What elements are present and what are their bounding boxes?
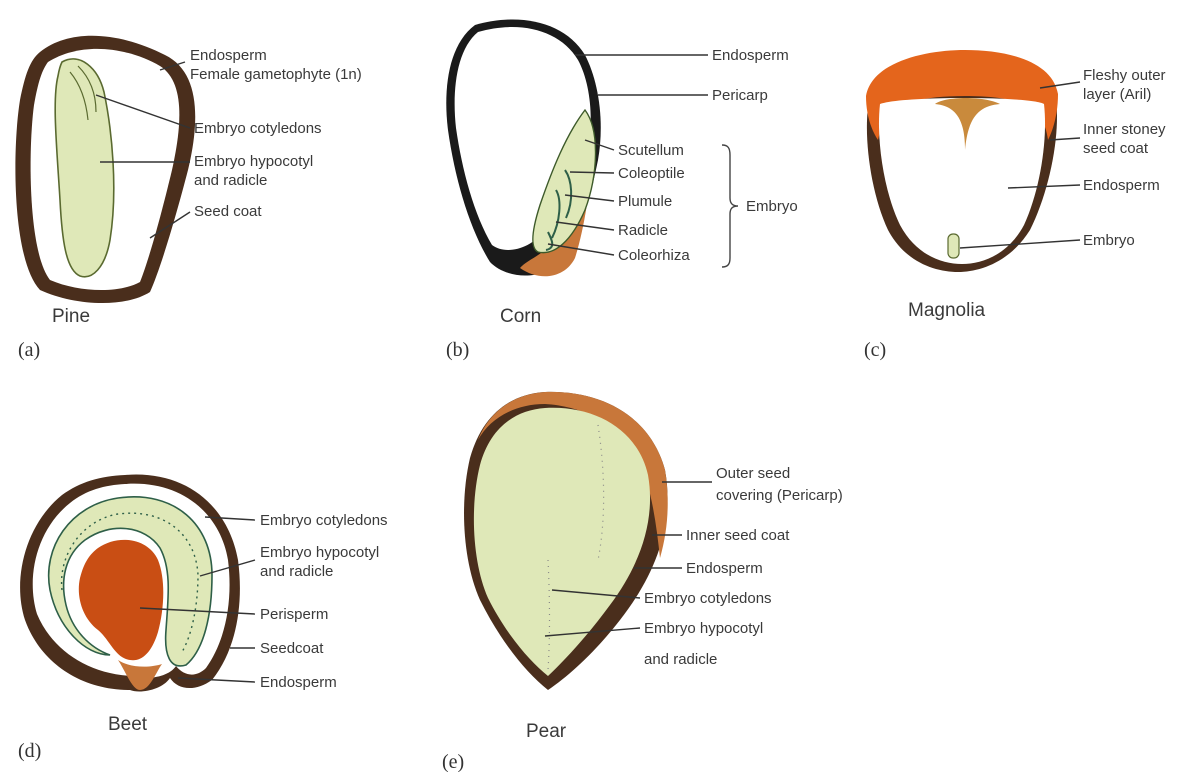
pear-name: Pear	[526, 721, 567, 742]
magnolia-name: Magnolia	[908, 300, 986, 321]
beet-label-hypocotyl-2: and radicle	[260, 563, 333, 580]
magnolia-seed-diagram: Fleshy outer layer (Aril) Inner stoney s…	[864, 50, 1166, 361]
magnolia-label-endosperm: Endosperm	[1083, 177, 1160, 194]
beet-name: Beet	[108, 714, 148, 735]
magnolia-label-aril-2: layer (Aril)	[1083, 86, 1151, 103]
magnolia-label-aril-1: Fleshy outer	[1083, 67, 1166, 84]
pine-label-hypocotyl-2: and radicle	[194, 172, 267, 189]
beet-panel-letter: (d)	[18, 740, 41, 762]
pear-seed-diagram: Outer seed covering (Pericarp) Inner see…	[442, 392, 843, 772]
pine-label-hypocotyl-1: Embryo hypocotyl	[194, 153, 313, 170]
pine-label-seed-coat: Seed coat	[194, 203, 262, 220]
pear-label-cotyledons: Embryo cotyledons	[644, 590, 772, 607]
magnolia-embryo	[948, 234, 959, 258]
beet-label-endosperm: Endosperm	[260, 674, 337, 691]
corn-panel-letter: (b)	[446, 339, 469, 361]
pine-label-endosperm: Endosperm	[190, 47, 267, 64]
corn-name: Corn	[500, 306, 541, 327]
pine-label-female-gametophyte: Female gametophyte (1n)	[190, 66, 362, 83]
pear-label-inner-coat: Inner seed coat	[686, 527, 790, 544]
magnolia-label-embryo: Embryo	[1083, 232, 1135, 249]
beet-label-seedcoat: Seedcoat	[260, 640, 324, 657]
corn-label-pericarp: Pericarp	[712, 87, 768, 104]
magnolia-label-stony-1: Inner stoney	[1083, 121, 1166, 138]
beet-seed-diagram: Embryo cotyledons Embryo hypocotyl and r…	[18, 475, 388, 762]
pear-label-outer-1: Outer seed	[716, 465, 790, 482]
magnolia-panel-letter: (c)	[864, 339, 886, 361]
pear-cotyledons	[474, 408, 650, 676]
corn-embryo-brace	[722, 145, 738, 267]
beet-label-cotyledons: Embryo cotyledons	[260, 512, 388, 529]
corn-label-endosperm: Endosperm	[712, 47, 789, 64]
pine-name: Pine	[52, 306, 90, 327]
pear-label-hypocotyl-1: Embryo hypocotyl	[644, 620, 763, 637]
corn-seed-diagram: Endosperm Pericarp Scutellum Coleoptile …	[446, 19, 798, 361]
pear-label-endosperm: Endosperm	[686, 560, 763, 577]
pine-panel-letter: (a)	[18, 339, 40, 361]
corn-coleoptile-leader	[570, 172, 614, 173]
beet-label-hypocotyl-1: Embryo hypocotyl	[260, 544, 379, 561]
corn-label-coleoptile: Coleoptile	[618, 165, 685, 182]
pear-label-outer-2: covering (Pericarp)	[716, 487, 843, 504]
pear-label-hypocotyl-2: and radicle	[644, 651, 717, 668]
corn-label-scutellum: Scutellum	[618, 142, 684, 159]
magnolia-label-stony-2: seed coat	[1083, 140, 1149, 157]
beet-label-perisperm: Perisperm	[260, 606, 328, 623]
pear-panel-letter: (e)	[442, 751, 464, 772]
corn-label-coleorhiza: Coleorhiza	[618, 247, 690, 264]
pine-seed-diagram: Endosperm Female gametophyte (1n) Embryo…	[15, 36, 361, 361]
corn-label-radicle: Radicle	[618, 222, 668, 239]
pine-label-cotyledons: Embryo cotyledons	[194, 120, 322, 137]
corn-label-embryo: Embryo	[746, 198, 798, 215]
corn-label-plumule: Plumule	[618, 193, 672, 210]
